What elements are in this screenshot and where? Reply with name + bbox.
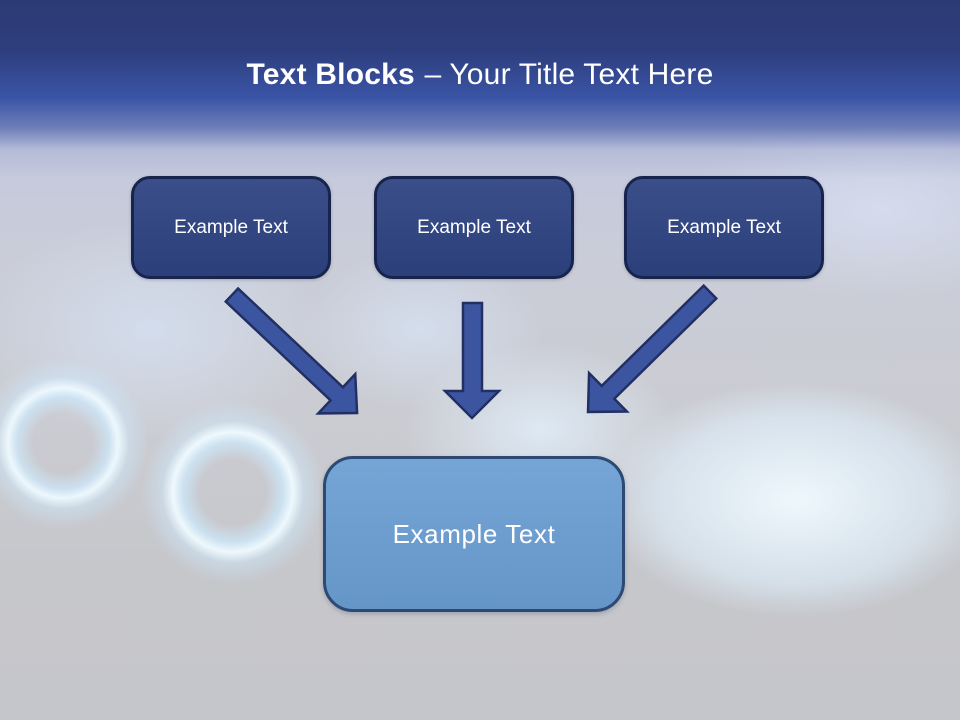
text-block-1: Example Text: [131, 176, 331, 279]
text-block-3: Example Text: [624, 176, 824, 279]
text-block-2-label: Example Text: [417, 216, 531, 238]
title-bar: [0, 0, 960, 178]
slide-title: Text Blocks – Your Title Text Here: [0, 55, 960, 95]
arrow-down-right-icon: [223, 286, 359, 415]
text-block-3-label: Example Text: [667, 216, 781, 238]
arrow-down-left-icon: [586, 283, 719, 414]
slide-title-emphasis: Text Blocks: [246, 58, 415, 91]
center-text-block: Example Text: [323, 456, 625, 612]
arrow-down-icon: [441, 301, 503, 420]
slide-title-rest: – Your Title Text Here: [424, 58, 714, 91]
center-text-block-label: Example Text: [392, 518, 556, 549]
text-block-1-label: Example Text: [174, 216, 288, 238]
text-block-2: Example Text: [374, 176, 574, 279]
